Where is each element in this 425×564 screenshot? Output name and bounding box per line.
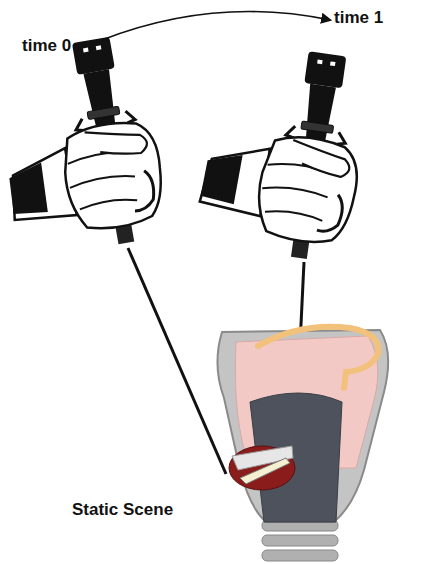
vocal-fold xyxy=(240,458,290,484)
figure-label: time 1 xyxy=(334,8,383,28)
figure-label: Static Scene xyxy=(72,500,173,520)
thyroid-cartilage xyxy=(217,330,388,522)
trachea-ring xyxy=(262,535,338,546)
endoscope-time0 xyxy=(0,32,172,261)
hand xyxy=(196,124,362,248)
figure-label: time 0 xyxy=(22,36,71,56)
endoscope-time1 xyxy=(194,39,374,264)
glottis xyxy=(229,446,295,490)
epiglottis xyxy=(258,327,378,388)
larynx xyxy=(217,327,388,561)
trachea-ring xyxy=(262,550,338,561)
scope-rod xyxy=(128,248,226,474)
hand xyxy=(1,116,169,244)
motion-arrow xyxy=(102,12,330,40)
